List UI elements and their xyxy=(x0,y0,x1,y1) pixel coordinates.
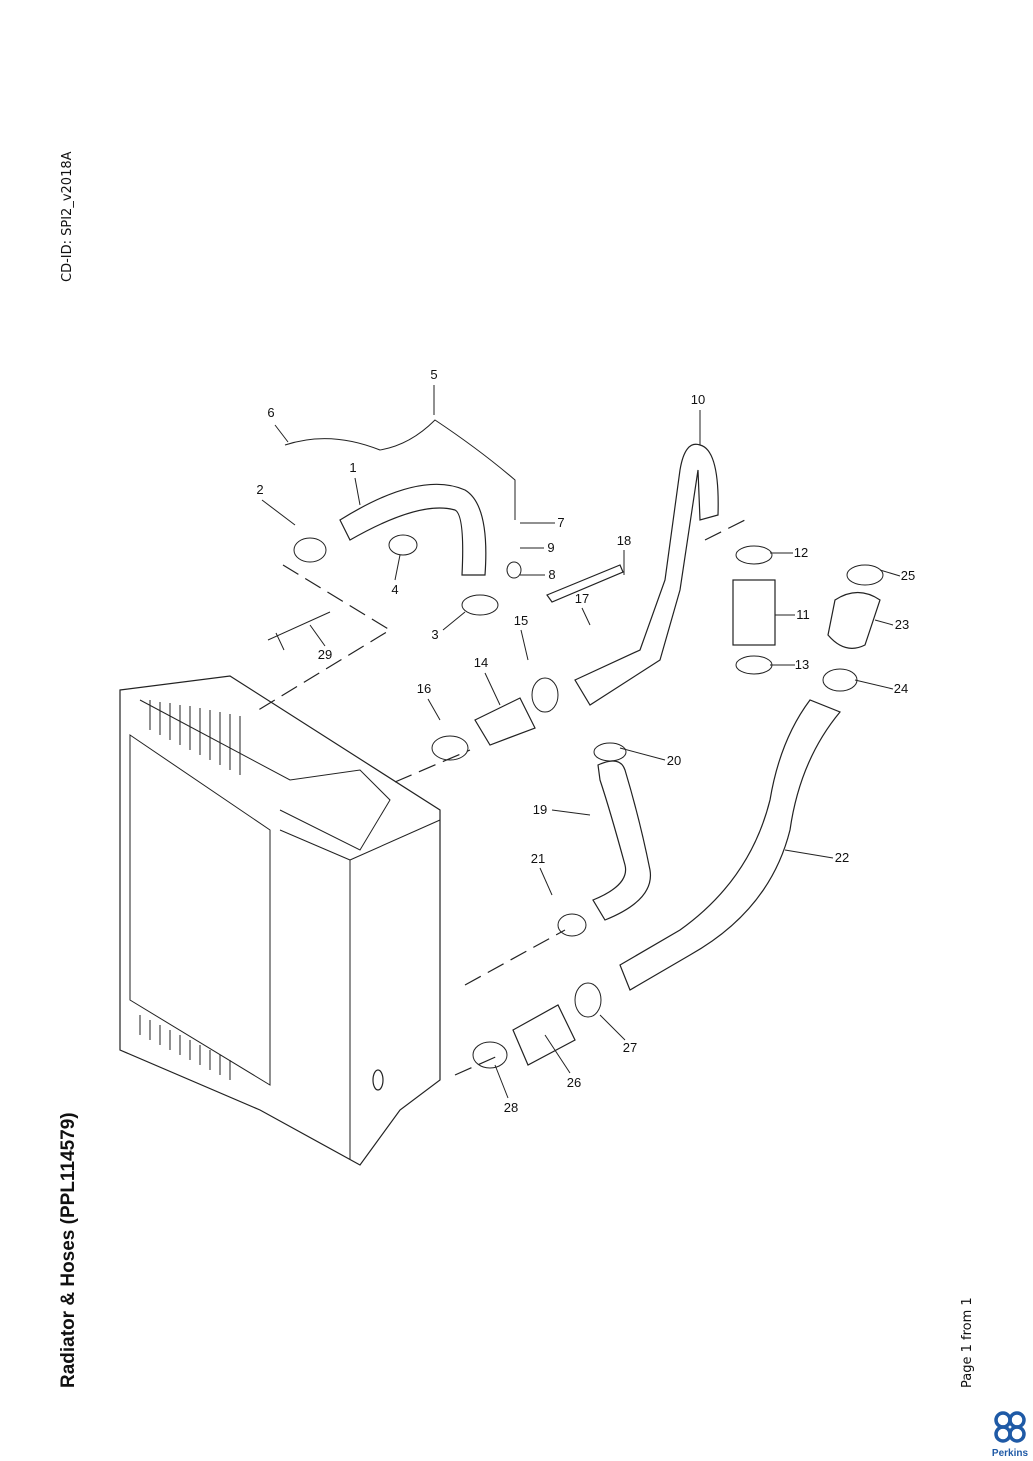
callout-29: 29 xyxy=(318,647,332,662)
callout-26: 26 xyxy=(567,1075,581,1090)
callout-18: 18 xyxy=(617,533,631,548)
callout-12: 12 xyxy=(794,545,808,560)
callout-16: 16 xyxy=(417,681,431,696)
callout-10: 10 xyxy=(691,392,705,407)
callout-20: 20 xyxy=(667,753,681,768)
callout-21: 21 xyxy=(531,851,545,866)
callout-5: 5 xyxy=(430,367,437,382)
radiator xyxy=(119,675,441,1166)
callout-7: 7 xyxy=(557,515,564,530)
callout-19: 19 xyxy=(533,802,547,817)
callout-22: 22 xyxy=(835,850,849,865)
perkins-logo-icon xyxy=(994,1411,1026,1443)
callout-13: 13 xyxy=(795,657,809,672)
callout-3: 3 xyxy=(431,627,438,642)
callout-6: 6 xyxy=(267,405,274,420)
callout-4: 4 xyxy=(391,582,398,597)
callout-28: 28 xyxy=(504,1100,518,1115)
callout-11: 11 xyxy=(796,607,810,622)
brand-name: Perkins xyxy=(991,1448,1029,1459)
callout-1: 1 xyxy=(349,460,356,475)
callout-24: 24 xyxy=(894,681,908,696)
callout-15: 15 xyxy=(514,613,528,628)
callout-23: 23 xyxy=(895,617,909,632)
callout-8: 8 xyxy=(548,567,555,582)
callout-25: 25 xyxy=(901,568,915,583)
callout-14: 14 xyxy=(474,655,488,670)
perkins-logo: Perkins xyxy=(990,1410,1030,1459)
callout-17: 17 xyxy=(575,591,589,606)
callout-9: 9 xyxy=(547,540,554,555)
callout-2: 2 xyxy=(256,482,263,497)
callout-27: 27 xyxy=(623,1040,637,1055)
